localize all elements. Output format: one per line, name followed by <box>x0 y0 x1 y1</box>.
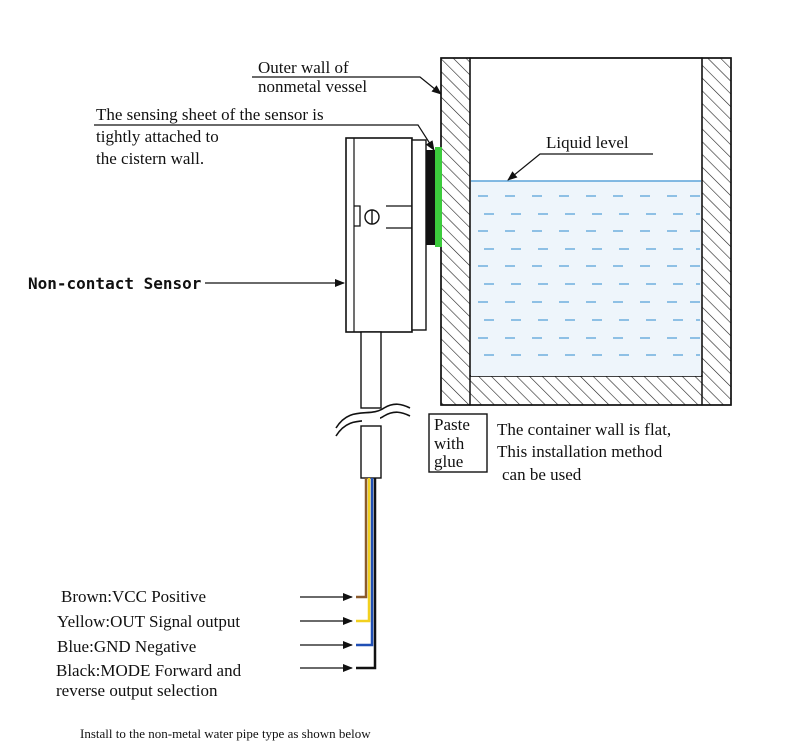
sensor-clip <box>354 205 361 227</box>
sensor-sheet <box>426 150 435 245</box>
container-note-line2: This installation method <box>497 442 663 461</box>
wire-label-black-line1: Black:MODE Forward and <box>56 661 242 680</box>
vessel-bottom-wall <box>469 375 703 406</box>
vessel-right-wall <box>701 57 732 406</box>
cable <box>335 331 411 479</box>
liquid-body <box>471 181 701 376</box>
wire-label-brown: Brown:VCC Positive <box>61 587 206 606</box>
paste-glue-label-line1: Paste <box>434 415 470 434</box>
sensor-housing <box>345 137 413 333</box>
liquid <box>471 180 701 376</box>
wire-brown <box>356 478 368 599</box>
sensor-face-plate <box>411 139 427 331</box>
liquid-level-leader <box>507 153 653 181</box>
sensing-sheet-label-line1: The sensing sheet of the sensor is <box>96 105 324 124</box>
paste-glue-label-line3: glue <box>434 452 463 471</box>
sensing-sheet-leader <box>94 124 435 151</box>
cable-break-top <box>335 403 411 429</box>
wire-blue <box>356 478 374 647</box>
sensing-sheet-label-line2: tightly attached to <box>96 127 219 146</box>
paste-glue-box <box>428 413 488 473</box>
sensor <box>345 137 435 333</box>
cable-lower <box>360 425 382 479</box>
liquid-level-label: Liquid level <box>546 133 629 152</box>
container-note-line3: can be used <box>502 465 582 484</box>
liquid-dashes <box>478 195 700 356</box>
cable-break-bottom <box>335 411 411 437</box>
wires <box>356 478 377 670</box>
outer-wall-label-line1: Outer wall of <box>258 58 349 77</box>
glue-strip <box>435 147 442 247</box>
container-note-line1: The container wall is flat, <box>497 420 671 439</box>
cable-upper <box>360 331 382 409</box>
wire-yellow <box>356 478 371 623</box>
wire-label-black-line2: reverse output selection <box>56 681 218 700</box>
wire-label-yellow: Yellow:OUT Signal output <box>57 612 240 631</box>
sensor-notch <box>386 205 412 229</box>
outer-wall-label-line2: nonmetal vessel <box>258 77 367 96</box>
paste-glue-label-line2: with <box>434 434 465 453</box>
caption: Install to the non-metal water pipe type… <box>80 726 371 741</box>
vessel-left-wall <box>440 57 471 406</box>
wire-black <box>356 478 377 670</box>
outer-wall-leader <box>252 76 442 95</box>
sensing-sheet-label-line3: the cistern wall. <box>96 149 204 168</box>
non-contact-sensor-label: Non-contact Sensor <box>28 274 201 293</box>
wire-label-blue: Blue:GND Negative <box>57 637 196 656</box>
